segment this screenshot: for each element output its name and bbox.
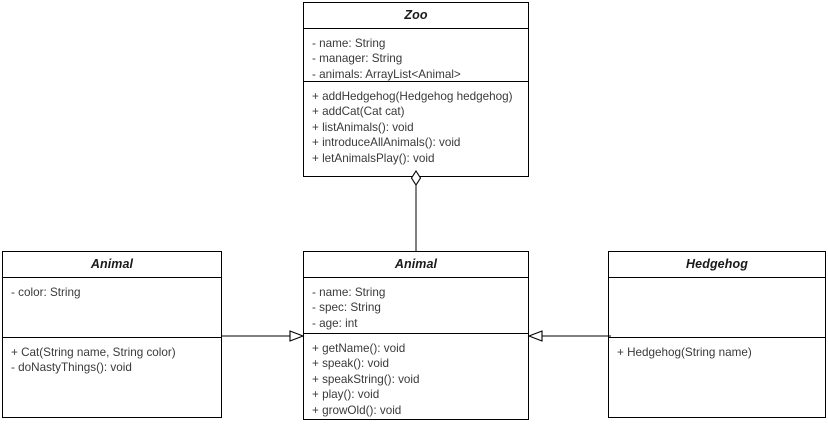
class-member: - doNastyThings(): void	[11, 361, 132, 374]
class-attributes-animal: - name: String - spec: String - age: int	[304, 278, 528, 334]
class-methods-zoo: + addHedgehog(Hedgehog hedgehog) + addCa…	[304, 82, 528, 174]
class-member: - animals: ArrayList<Animal>	[312, 67, 461, 81]
class-box-hedgehog[interactable]: Hedgehog + Hedgehog(String name)	[608, 251, 826, 418]
class-member: - spec: String	[312, 301, 381, 314]
class-member: + growOld(): void	[312, 403, 402, 417]
class-methods-animal: + getName(): void + speak(): void + spea…	[304, 334, 528, 419]
class-title-hedgehog: Hedgehog	[609, 252, 825, 278]
class-member: + introduceAllAnimals(): void	[312, 136, 461, 149]
class-member: - name: String	[312, 36, 386, 50]
class-member: + Cat(String name, String color)	[11, 345, 176, 359]
relationship-hedgehog-animal[interactable]	[526, 325, 612, 347]
class-member: + letAnimalsPlay(): void	[312, 151, 435, 165]
relationship-cat-animal[interactable]	[220, 325, 306, 347]
class-member: - age: int	[312, 316, 358, 330]
class-box-zoo[interactable]: Zoo - name: String - manager: String - a…	[303, 2, 529, 177]
class-member: + listAnimals(): void	[312, 120, 414, 134]
class-member: + addCat(Cat cat)	[312, 105, 405, 118]
relationship-zoo-animal[interactable]	[400, 169, 432, 256]
class-methods-hedgehog: + Hedgehog(String name)	[609, 338, 825, 368]
class-member: - name: String	[312, 285, 386, 299]
class-attributes-cat: - color: String	[3, 278, 221, 338]
class-attributes-hedgehog	[609, 278, 825, 338]
class-member: + addHedgehog(Hedgehog hedgehog)	[312, 89, 513, 103]
class-member: + speakString(): void	[312, 372, 420, 386]
class-member: + speak(): void	[312, 357, 389, 371]
class-member: - color: String	[11, 285, 81, 299]
class-box-animal[interactable]: Animal - name: String - spec: String - a…	[303, 251, 529, 420]
class-member: + play(): void	[312, 388, 380, 402]
class-attributes-zoo: - name: String - manager: String - anima…	[304, 29, 528, 82]
class-member: + getName(): void	[312, 341, 406, 355]
class-member: + Hedgehog(String name)	[617, 345, 752, 359]
class-methods-cat: + Cat(String name, String color) - doNas…	[3, 338, 221, 383]
class-title-animal: Animal	[304, 252, 528, 278]
class-title-cat: Animal	[3, 252, 221, 278]
class-title-zoo: Zoo	[304, 3, 528, 29]
class-box-cat[interactable]: Animal - color: String + Cat(String name…	[2, 251, 222, 418]
class-member: - manager: String	[312, 52, 403, 65]
